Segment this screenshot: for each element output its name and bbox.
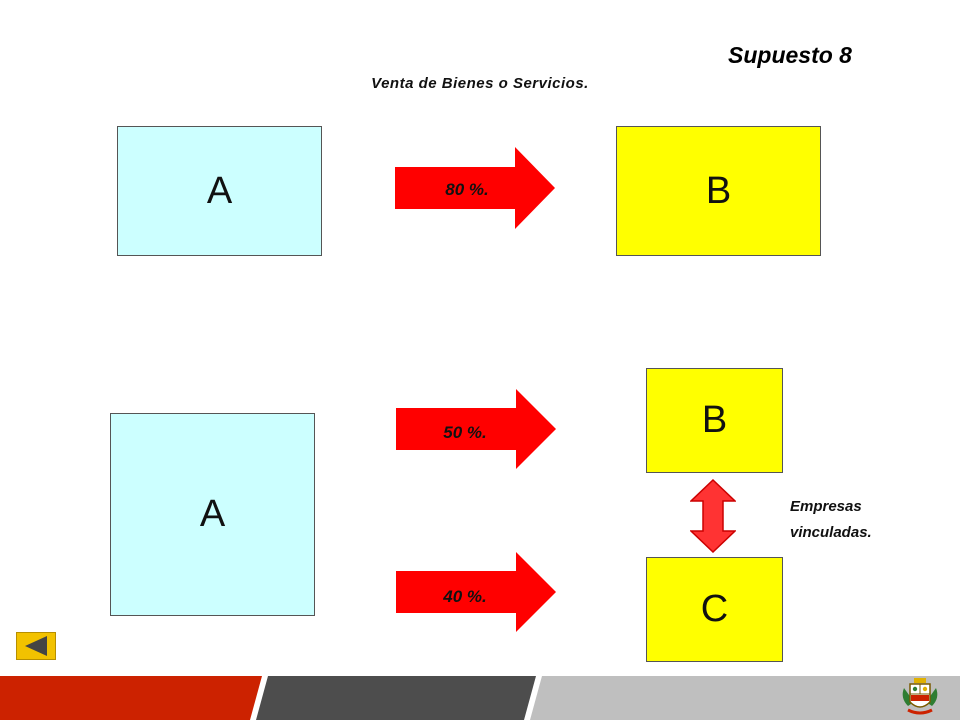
- bottom-arrow-b: [396, 389, 556, 469]
- top-arrow: [395, 147, 555, 229]
- bottom-arrow-b-label: 50 %.: [443, 423, 487, 442]
- linked-note-line1: Empresas: [790, 498, 862, 515]
- bottom-arrow-c: [396, 552, 556, 632]
- slide-title: Supuesto 8: [728, 42, 852, 68]
- bottom-company-c-label: C: [700, 588, 729, 630]
- footer-band: [0, 676, 960, 720]
- back-button[interactable]: [16, 632, 56, 660]
- bottom-company-c-box: C: [646, 557, 783, 662]
- bottom-company-b-label: B: [701, 399, 728, 441]
- bottom-arrow-c-label: 40 %.: [443, 587, 487, 606]
- slide-subtitle: Venta de Bienes o Servicios.: [371, 75, 589, 92]
- top-arrow-label: 80 %.: [445, 180, 489, 199]
- top-company-a-box: A: [117, 126, 322, 256]
- linked-double-arrow: [690, 479, 736, 553]
- bottom-company-a-box: A: [110, 413, 315, 616]
- top-company-b-box: B: [616, 126, 821, 256]
- coat-of-arms-icon: [902, 678, 938, 715]
- top-company-a-label: A: [206, 169, 233, 212]
- bottom-company-b-box: B: [646, 368, 783, 473]
- linked-companies-note: Empresas vinculadas.: [790, 494, 872, 546]
- bottom-company-a-label: A: [199, 493, 226, 535]
- back-arrow-icon: [25, 636, 47, 656]
- top-company-b-label: B: [705, 169, 732, 212]
- linked-note-line2: vinculadas.: [790, 524, 872, 541]
